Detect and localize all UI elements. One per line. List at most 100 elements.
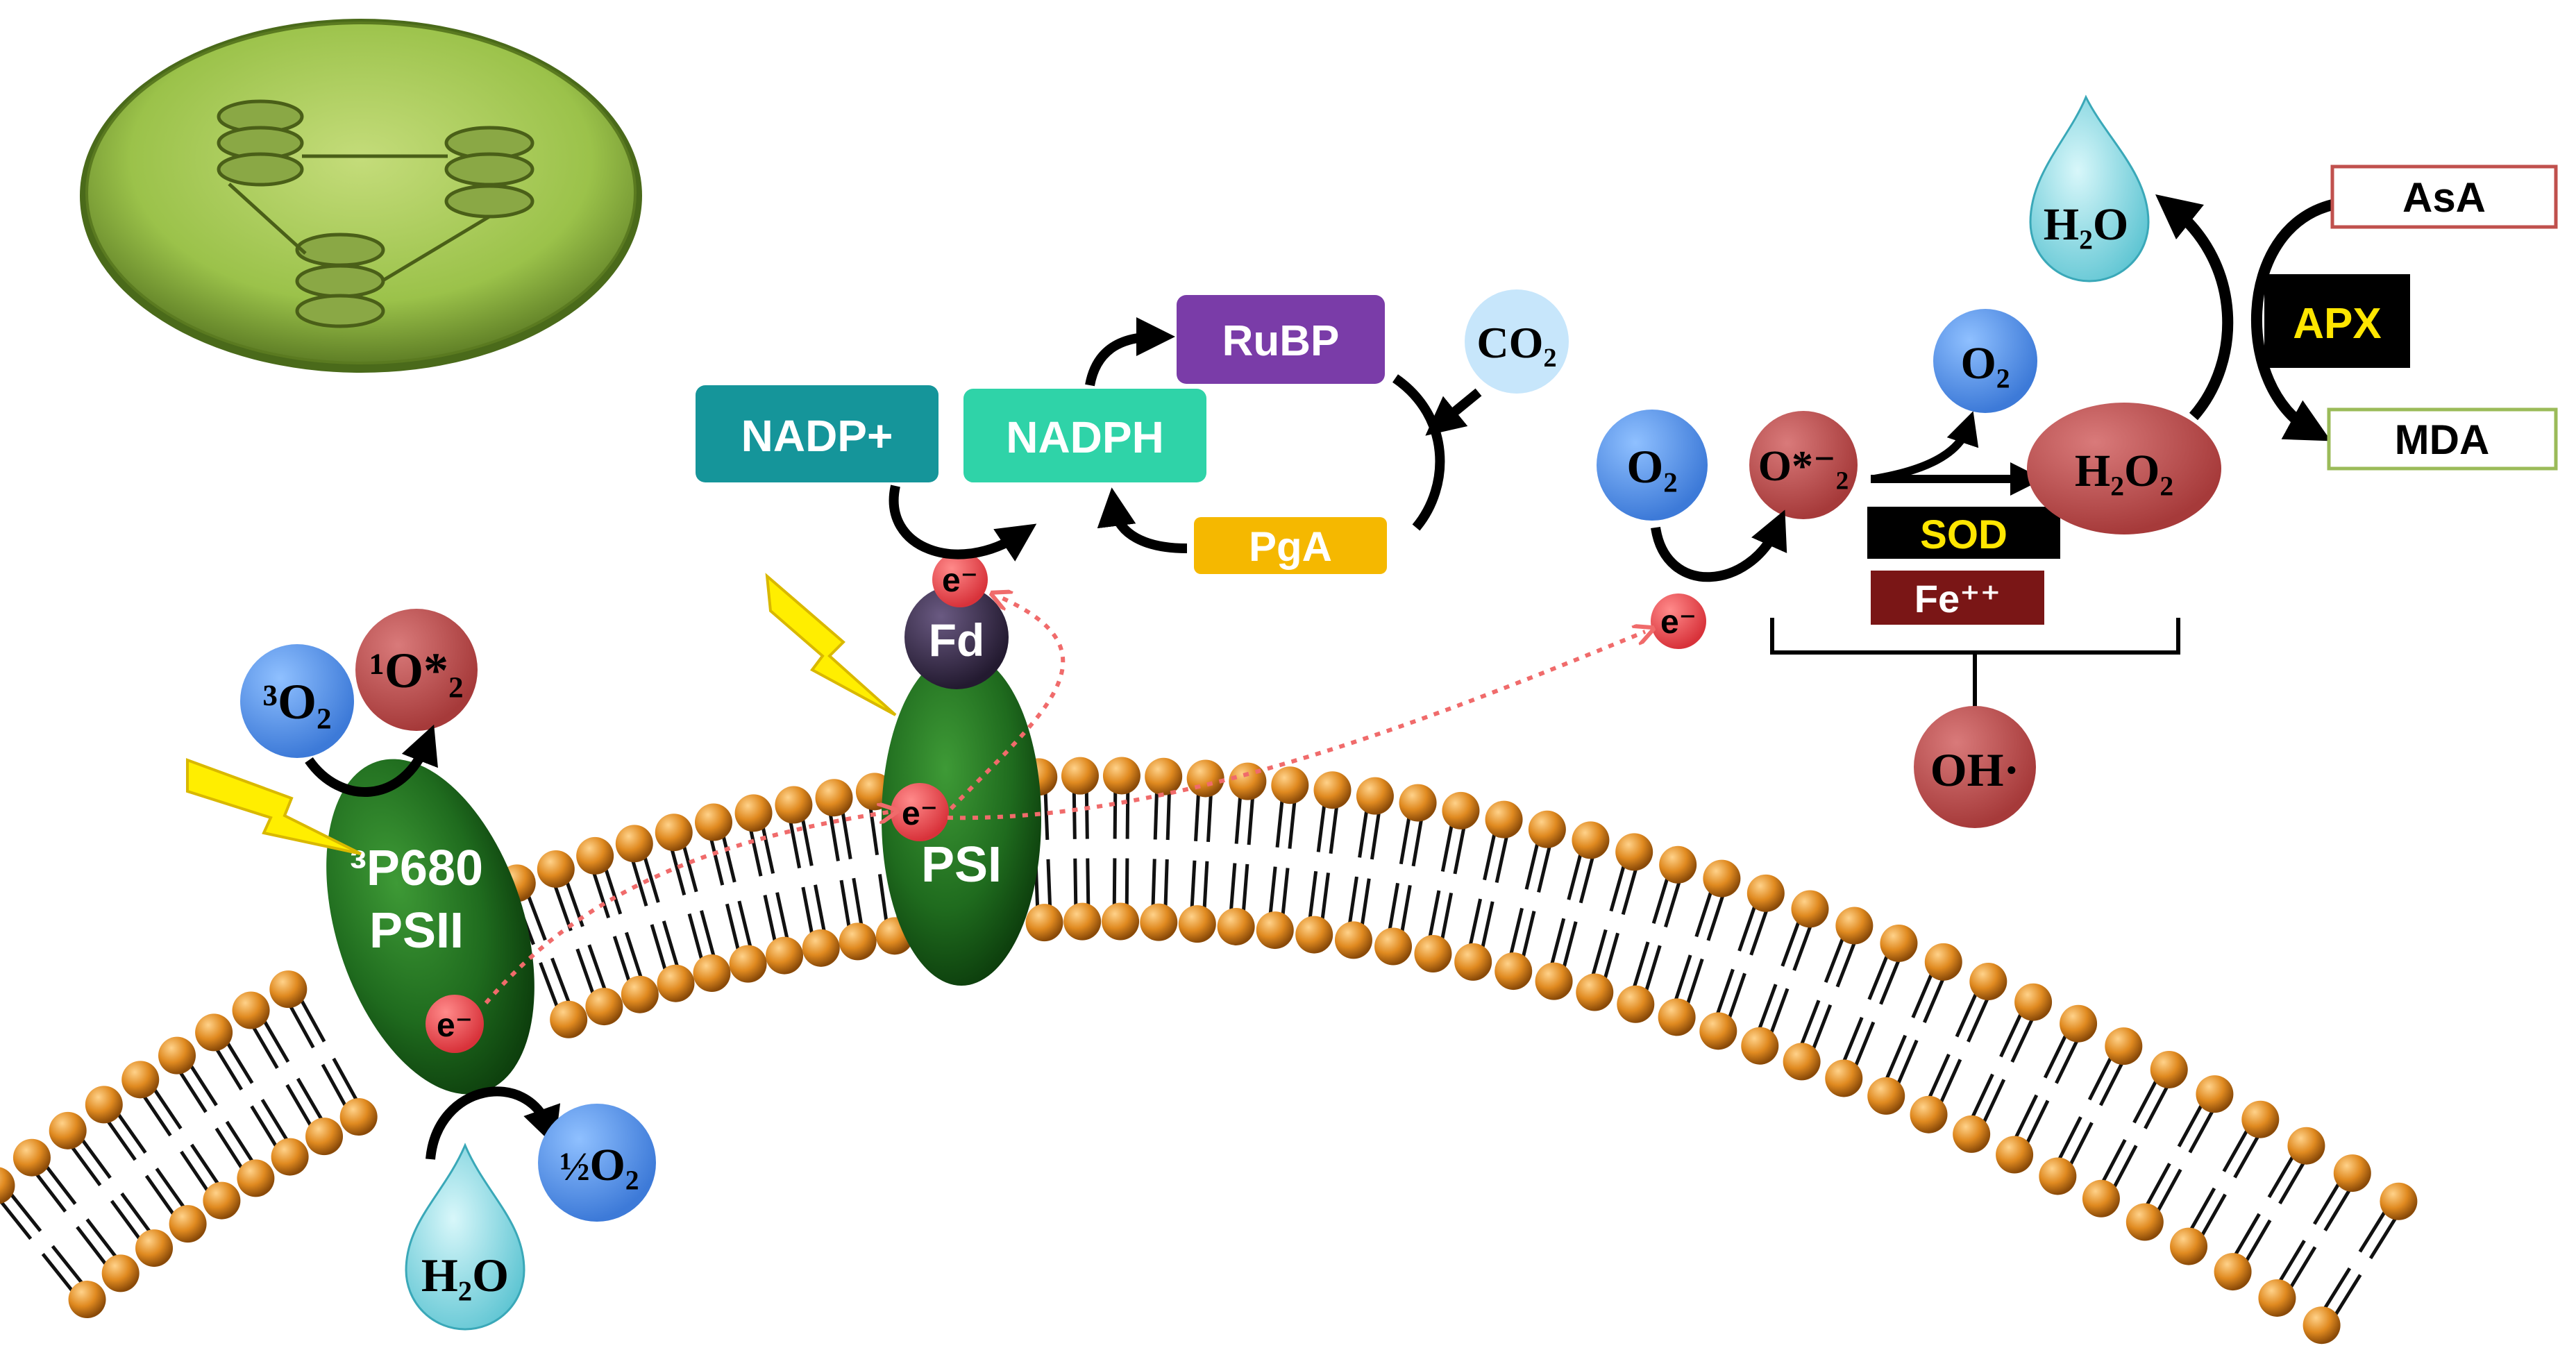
svg-text:¹O*₂: ¹O*₂ — [369, 643, 463, 698]
sod-box: SOD — [1867, 507, 2060, 559]
psii-label-line2: PSII — [369, 903, 464, 959]
lightning-icon — [186, 573, 897, 855]
lipid-head — [1485, 800, 1523, 839]
lipid-head — [2082, 1179, 2120, 1218]
thylakoid-membrane — [0, 757, 2418, 1345]
lipid-head — [2258, 1279, 2296, 1317]
lipid-head — [1791, 890, 1829, 928]
lipid-head — [339, 1098, 378, 1136]
lipid-head — [68, 1281, 106, 1319]
lipid-head — [2125, 1203, 2164, 1241]
svg-text:Fe⁺⁺: Fe⁺⁺ — [1914, 577, 2001, 621]
lipid-head — [2014, 983, 2053, 1021]
electron-psii: e⁻ — [426, 995, 484, 1053]
lipid-head — [839, 922, 877, 961]
svg-text:NADPH: NADPH — [1006, 412, 1164, 462]
lipid-head — [195, 1013, 233, 1052]
lipid-head — [802, 929, 840, 967]
lipid-head — [615, 825, 653, 863]
lipid-head — [1399, 784, 1437, 822]
svg-text:CO₂: CO₂ — [1476, 318, 1556, 367]
svg-text:H₂O: H₂O — [421, 1249, 509, 1301]
lipid-head — [655, 814, 693, 852]
ferredoxin: Fd — [904, 585, 1009, 689]
lipid-head — [1572, 821, 1610, 859]
electron-transfer-path — [484, 597, 1645, 1004]
lipid-head — [121, 1061, 160, 1099]
lipid-head — [2060, 1004, 2098, 1043]
lipid-head — [1356, 777, 1394, 815]
pga-box: PgA — [1194, 517, 1387, 574]
svg-text:PgA: PgA — [1249, 523, 1332, 570]
apx-box: APX — [2264, 274, 2410, 368]
svg-text:APX: APX — [2293, 300, 2381, 348]
svg-text:SOD: SOD — [1920, 512, 2007, 557]
lipid-head — [2214, 1253, 2252, 1291]
hydroxyl-radical: OH· — [1914, 706, 2036, 828]
nadph-box: NADPH — [963, 389, 1206, 482]
svg-text:O*⁻₂: O*⁻₂ — [1758, 443, 1849, 490]
lipid-head — [1617, 985, 1655, 1023]
lipid-head — [1996, 1136, 2034, 1174]
lipid-head — [2333, 1154, 2371, 1193]
lipid-head — [2150, 1050, 2188, 1088]
lipid-head — [1374, 927, 1413, 966]
lipid-head — [621, 975, 659, 1013]
lipid-head — [1414, 935, 1452, 973]
lipid-head — [1145, 757, 1183, 795]
lipid-head — [1186, 759, 1224, 798]
lipid-head — [1658, 998, 1696, 1036]
lipid-head — [269, 970, 308, 1009]
psii-label-line1: ³P680 — [350, 841, 483, 896]
arrow-water-to-o2 — [426, 1086, 561, 1160]
svg-text:NADP+: NADP+ — [741, 411, 893, 461]
lipid-head — [1576, 973, 1614, 1011]
electron-right: e⁻ — [1651, 593, 1706, 649]
water-drop-psii: H₂O — [405, 1143, 525, 1331]
arrow-o2-to-superoxide — [1651, 509, 1787, 582]
lipid-head — [1783, 1043, 1821, 1081]
lipid-head — [1699, 1012, 1737, 1050]
svg-text:e⁻: e⁻ — [437, 1007, 473, 1044]
water-drop-right: H₂O — [2029, 94, 2150, 283]
lipid-head — [2170, 1227, 2208, 1265]
svg-text:e⁻: e⁻ — [902, 795, 938, 832]
lipid-head — [1880, 924, 1918, 962]
lipid-head — [1825, 1059, 1863, 1097]
lipid-head — [2380, 1182, 2418, 1220]
triplet-oxygen: ³O₂ — [240, 644, 354, 758]
lipid-head — [1495, 952, 1533, 991]
svg-text:AsA: AsA — [2402, 174, 2486, 221]
lipid-head — [1442, 791, 1480, 829]
lipid-head — [232, 991, 270, 1029]
electron-psi-middle: e⁻ — [891, 783, 949, 841]
lipid-head — [775, 786, 813, 824]
lipid-head — [576, 836, 614, 875]
lipid-head — [1256, 911, 1294, 950]
arrow-release-o2 — [1874, 411, 1979, 483]
lipid-head — [585, 988, 623, 1026]
arrow-triplet-to-singlet — [305, 724, 438, 797]
lipid-head — [1615, 833, 1653, 871]
mda-box: MDA — [2327, 407, 2558, 471]
lipid-head — [734, 794, 773, 832]
superoxide-molecule: O*⁻₂ — [1749, 411, 1858, 519]
lipid-head — [657, 964, 695, 1002]
lipid-head — [169, 1205, 207, 1243]
apx-reaction-arrows — [2155, 194, 2334, 441]
lipid-head — [1061, 757, 1099, 795]
rubp-box: RuBP — [1177, 295, 1385, 384]
asa-box: AsA — [2330, 165, 2558, 229]
lipid-head — [271, 1138, 309, 1176]
svg-text:³O₂: ³O₂ — [262, 674, 331, 730]
lipid-head — [815, 779, 853, 817]
svg-text:O₂: O₂ — [1626, 440, 1677, 493]
svg-text:½: ½ — [559, 1144, 590, 1189]
svg-text:RuBP: RuBP — [1222, 317, 1340, 365]
lipid-head — [1659, 845, 1697, 884]
lipid-head — [1217, 907, 1255, 945]
co2-molecule: CO₂ — [1465, 289, 1569, 394]
lipid-head — [0, 1167, 15, 1204]
svg-text:O₂: O₂ — [1960, 338, 2010, 389]
